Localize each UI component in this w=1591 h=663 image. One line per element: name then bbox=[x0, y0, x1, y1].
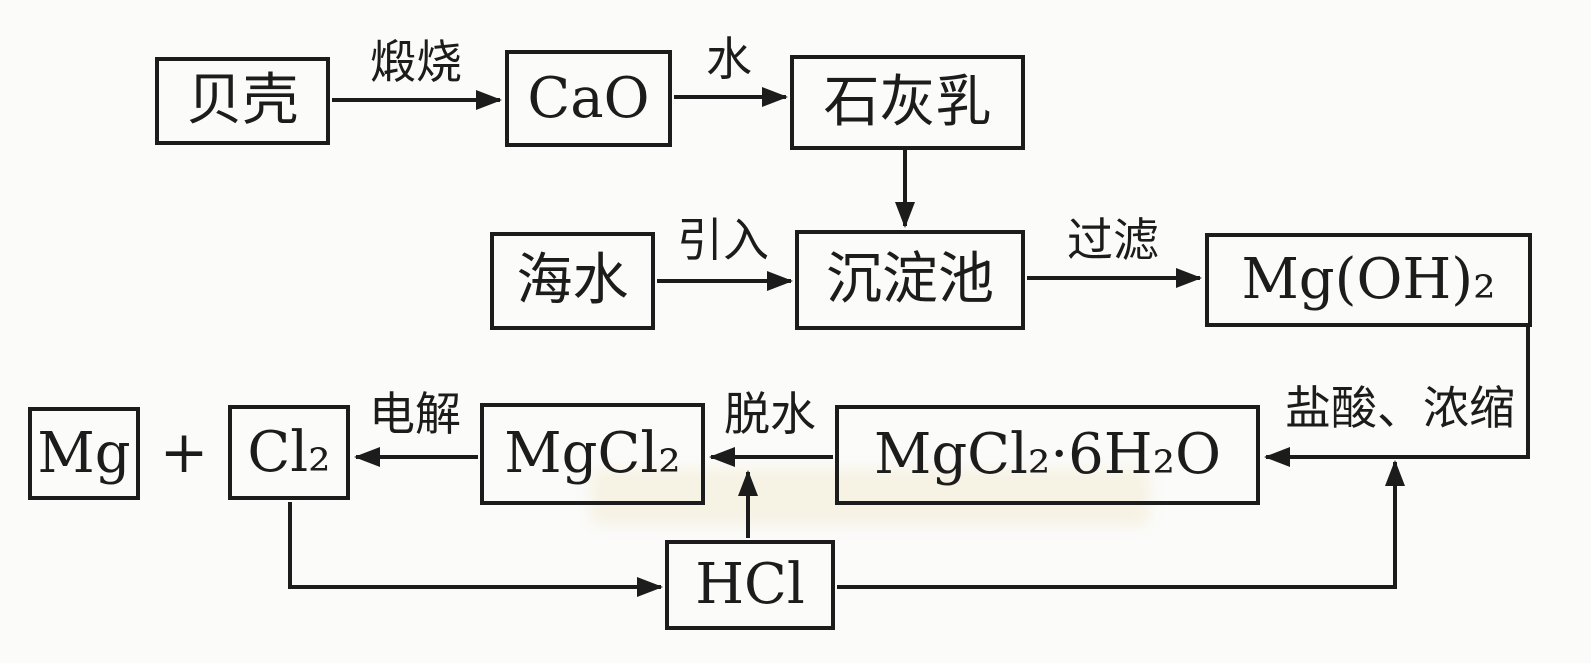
edge-label-hcl-concentrate: 盐酸、浓缩 bbox=[1285, 381, 1515, 435]
paper-stain bbox=[590, 468, 1150, 526]
node-mgcl2: MgCl₂ bbox=[480, 403, 705, 505]
edge-cl2-to-hcl bbox=[288, 502, 663, 597]
edge-label-electrolysis: 电解 bbox=[369, 387, 461, 441]
edge-label-filter: 过滤 bbox=[1067, 213, 1159, 267]
plus-sign: + bbox=[159, 418, 209, 486]
edge-hcl-to-acid-step bbox=[837, 460, 1405, 589]
node-seawater: 海水 bbox=[490, 232, 655, 330]
node-cl2: Cl₂ bbox=[228, 405, 350, 500]
node-lime-milk: 石灰乳 bbox=[790, 55, 1025, 150]
node-hcl: HCl bbox=[665, 540, 835, 630]
node-sedimentation-pool: 沉淀池 bbox=[795, 230, 1025, 330]
edge-label-calcination: 煅烧 bbox=[370, 35, 462, 89]
node-mg: Mg bbox=[28, 407, 140, 500]
edge-mgoh2-to-mgcl2-6h2o bbox=[1264, 327, 1530, 467]
node-mgcl2-6h2o: MgCl₂·6H₂O bbox=[835, 405, 1260, 505]
node-shells: 贝壳 bbox=[155, 57, 330, 145]
edge-label-dehydration: 脱水 bbox=[724, 387, 816, 441]
edge-label-introduce: 引入 bbox=[677, 213, 769, 267]
edge-label-water: 水 bbox=[706, 32, 752, 86]
node-cao: CaO bbox=[505, 50, 672, 147]
node-mgoh2: Mg(OH)₂ bbox=[1205, 233, 1532, 327]
